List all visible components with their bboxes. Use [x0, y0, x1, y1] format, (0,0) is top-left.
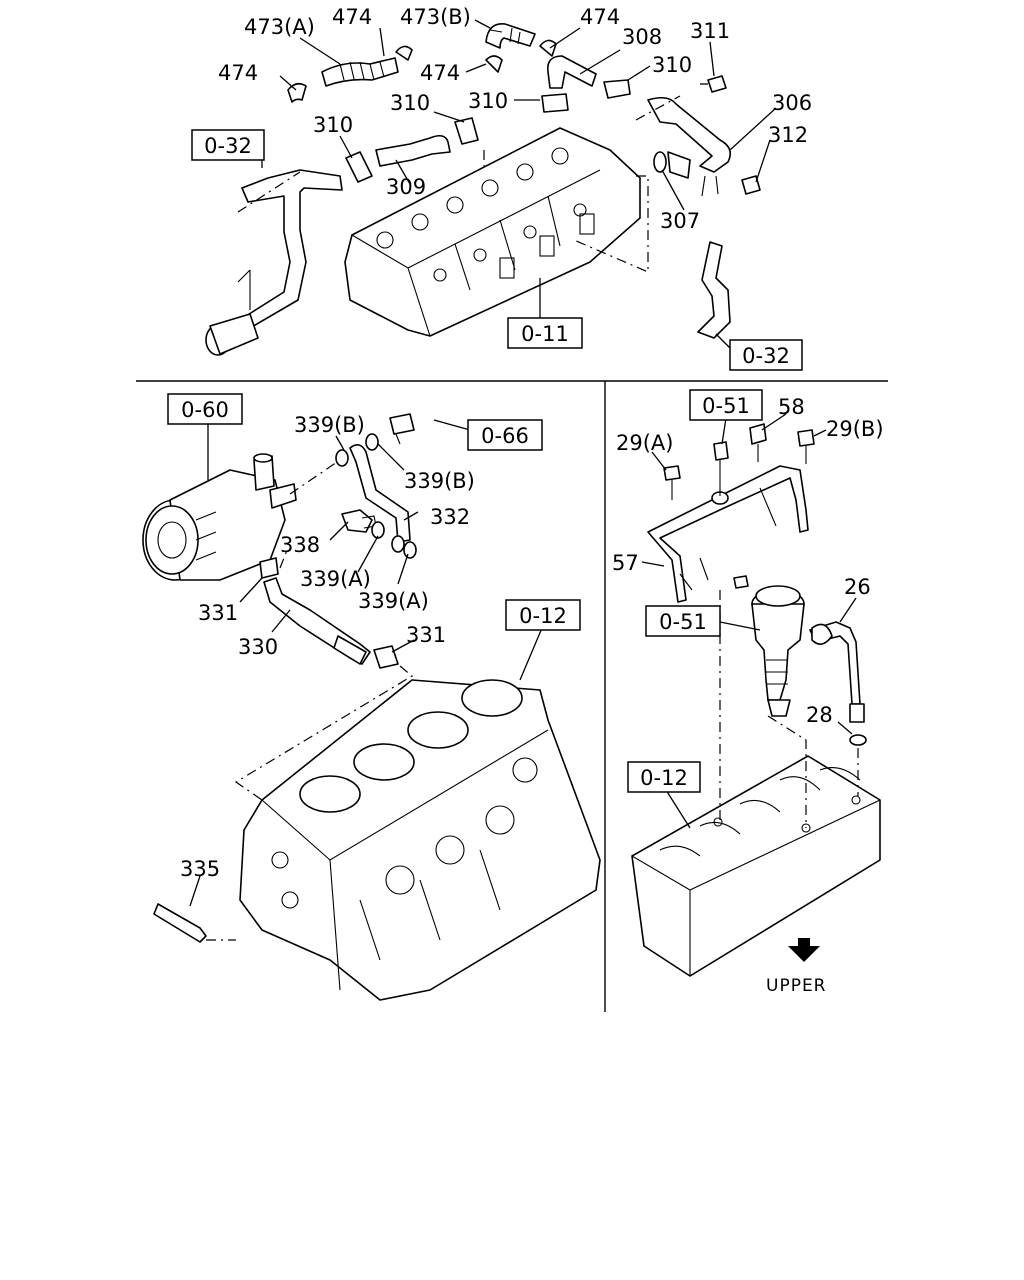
callout-474-left: 474 — [218, 61, 258, 85]
water-pipe-right — [697, 241, 731, 339]
vacuum-pump — [142, 453, 297, 581]
callout-339a-lower: 339(A) — [358, 589, 429, 613]
callout-29b: 29(B) — [826, 417, 884, 441]
callout-339b-lower: 339(B) — [404, 469, 475, 493]
callout-308: 308 — [622, 25, 662, 49]
bolt-58 — [749, 423, 767, 462]
ref-0-51-middle: 0-51 — [659, 610, 707, 634]
cylinder-block-upper — [631, 755, 881, 977]
upper-label: UPPER — [766, 976, 827, 996]
hose-473b — [485, 23, 536, 49]
callout-331-left: 331 — [198, 601, 238, 625]
hose-308 — [546, 55, 597, 89]
callout-309: 309 — [386, 175, 426, 199]
callout-331-right: 331 — [406, 623, 446, 647]
union-bolt-0-66 — [389, 413, 415, 445]
clamp-310 — [345, 79, 631, 183]
ref-0-60: 0-60 — [181, 398, 229, 422]
callout-28: 28 — [806, 703, 833, 727]
ref-0-12-left: 0-12 — [519, 604, 567, 628]
nut-312 — [741, 175, 761, 195]
ref-0-51-top: 0-51 — [702, 394, 750, 418]
callout-473a: 473(A) — [244, 15, 315, 39]
callout-310-left: 310 — [313, 113, 353, 137]
callout-26: 26 — [844, 575, 871, 599]
banjo-bolt-0-51 — [713, 441, 749, 589]
bolts-29 — [663, 429, 815, 500]
o-ring-307 — [653, 151, 667, 173]
ref-0-32-top-left: 0-32 — [204, 134, 252, 158]
bolt-311 — [700, 75, 727, 93]
hose-309 — [375, 134, 451, 167]
callout-306: 306 — [772, 91, 812, 115]
callout-338: 338 — [280, 533, 320, 557]
callout-57: 57 — [612, 551, 639, 575]
water-pipe-left — [205, 169, 343, 356]
eye-bolt-338 — [341, 509, 377, 533]
callout-335: 335 — [180, 857, 220, 881]
hose-473a — [321, 57, 399, 87]
callout-311: 311 — [690, 19, 730, 43]
callout-310-middle: 310 — [468, 89, 508, 113]
ref-0-66: 0-66 — [481, 424, 529, 448]
o-ring-28 — [849, 734, 867, 746]
vacuum-pipe-332 — [349, 444, 411, 543]
callout-58: 58 — [778, 395, 805, 419]
callout-310-right: 310 — [652, 53, 692, 77]
cylinder-block — [239, 679, 601, 1001]
callout-312: 312 — [768, 123, 808, 147]
ref-0-11: 0-11 — [521, 322, 569, 346]
callout-473b: 473(B) — [400, 5, 471, 29]
upper-arrow-icon — [788, 938, 820, 962]
callout-474-top-right: 474 — [580, 5, 620, 29]
callout-307: 307 — [660, 209, 700, 233]
leak-off-pipe-57 — [647, 465, 809, 603]
callout-474-middle: 474 — [420, 61, 460, 85]
injection-nozzle — [751, 585, 805, 717]
callout-332: 332 — [430, 505, 470, 529]
callout-310-upper-middle: 310 — [390, 91, 430, 115]
stud-335 — [153, 903, 207, 943]
callout-29a: 29(A) — [616, 431, 673, 455]
cylinder-head — [344, 127, 641, 337]
callout-330: 330 — [238, 635, 278, 659]
ref-0-32-top-right: 0-32 — [742, 344, 790, 368]
water-outlet-pipe-306 — [647, 96, 731, 197]
callout-474-top: 474 — [332, 5, 372, 29]
injection-pipe-26 — [809, 621, 865, 723]
hose-330 — [263, 577, 371, 665]
ref-0-12-right: 0-12 — [640, 766, 688, 790]
gaskets-339 — [335, 433, 417, 559]
callout-339a-upper: 339(A) — [300, 567, 371, 591]
callout-339b-upper: 339(B) — [294, 413, 365, 437]
